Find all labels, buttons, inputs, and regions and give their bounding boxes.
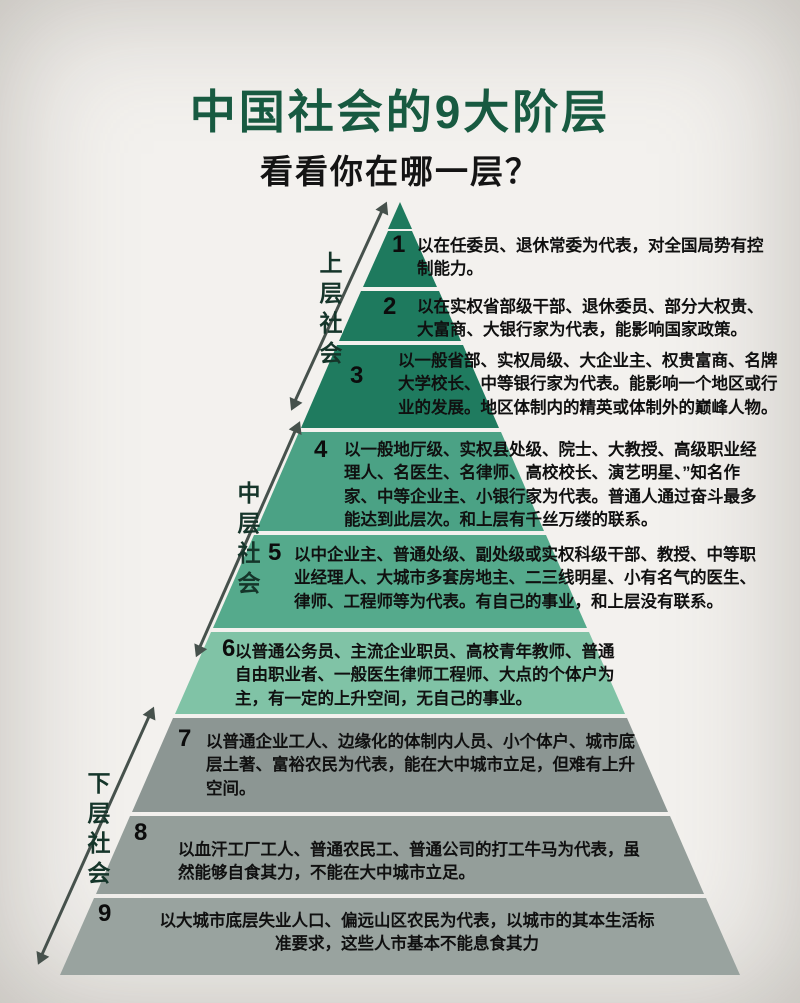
tier-2-shape: [339, 291, 461, 341]
tier-1-shape: [363, 231, 437, 287]
tier-1-number: 1: [392, 231, 406, 258]
section-label-lower: 下层社会: [84, 771, 110, 891]
tier-7-description: 以普通企业工人、边缘化的体制内人员、小个体户、城市底层土著、富裕农民为代表，能在…: [206, 733, 635, 798]
tier-4-description: 以一般地厅级、实权县处级、院士、大教授、高级职业经理人、名医生、名律师、高校校长…: [344, 441, 757, 530]
tier-2-description: 以在实权省部级干部、退休委员、部分大权贵、大富商、大银行家为代表，能影响国家政策…: [417, 298, 764, 340]
pyramid-apex: [388, 202, 412, 229]
tier-6-description: 以普通公务员、主流企业职员、高校青年教师、普通自由职业者、一般医生律师工程师、大…: [235, 643, 615, 708]
tier-7-number: 7: [178, 725, 192, 752]
tier-4-number: 4: [314, 436, 328, 463]
tier-6-shape: [175, 632, 625, 714]
tier-5-description: 以中企业主、普通处级、副处级或实权科级干部、教授、中等职业经理人、大城市多套房地…: [294, 546, 756, 611]
tier-9-shape: [60, 898, 740, 975]
tier-3-number: 3: [350, 362, 364, 389]
tier-9-number: 9: [98, 900, 112, 927]
tier-5-shape: [213, 535, 587, 628]
section-label-middle: 中层社会: [234, 481, 260, 601]
tier-6-number: 6: [222, 635, 236, 662]
tier-3-description: 以一般省部、实权局级、大企业主、权贵富商、名牌大学校长、中等银行家为代表。能影响…: [398, 352, 778, 417]
section-label-upper: 上层社会: [316, 251, 342, 371]
tier-8-description: 以血汗工厂工人、普通农民工、普通公司的打工牛马为代表，虽然能够自食其力，不能在大…: [178, 841, 640, 883]
tier-9-description: 以大城市底层失业人口、偏远山区农民为代表，以城市的其本生活标准要求，这些人市基本…: [159, 912, 655, 954]
tier-3-shape: [301, 345, 499, 428]
tier-1-description: 以在任委员、退休常委为代表，对全国局势有控制能力。: [417, 237, 764, 279]
page-subtitle: 看看你在哪一层？: [260, 153, 540, 190]
tier-8-shape: [96, 816, 704, 894]
page-title: 中国社会的9大阶层: [189, 86, 611, 138]
tier-5-number: 5: [268, 539, 282, 566]
tier-2-number: 2: [383, 293, 397, 320]
tier-8-number: 8: [134, 819, 148, 846]
tier-7-shape: [132, 718, 668, 812]
tier-4-shape: [256, 432, 544, 531]
